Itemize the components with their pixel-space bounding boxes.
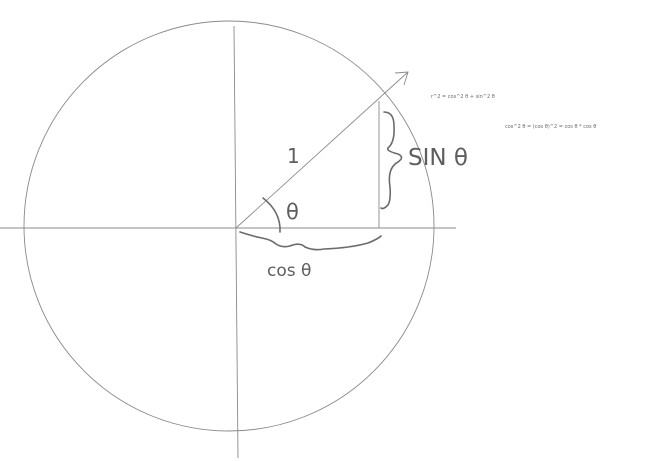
equation-line-2: cos^2 θ = (cos θ)^2 = cos θ * cos θ xyxy=(505,124,596,130)
hypotenuse-label: 1 xyxy=(287,144,300,168)
radius-line xyxy=(235,71,409,229)
angle-arc xyxy=(262,197,281,233)
cosine-label: cos θ xyxy=(267,261,311,281)
y-axis xyxy=(233,25,239,459)
theta-label: θ xyxy=(286,200,299,224)
arrow-head xyxy=(394,71,409,86)
sine-label: SIN θ xyxy=(408,145,468,171)
cos-brace xyxy=(239,231,382,251)
unit-circle xyxy=(23,20,435,432)
sine-brace xyxy=(380,111,403,210)
equation-line-1: r^2 = cos^2 θ + sin^2 θ xyxy=(431,94,495,100)
